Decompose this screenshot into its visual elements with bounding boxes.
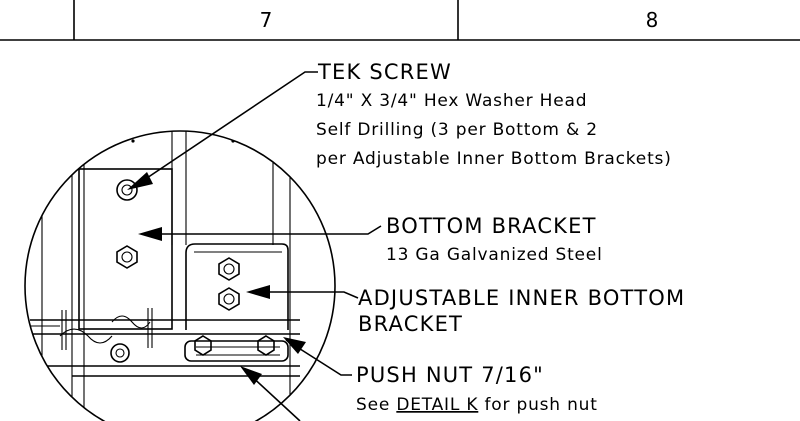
adjustable-bracket-title-2: BRACKET (358, 312, 463, 336)
adjustable-bracket-plate (185, 243, 289, 330)
callout-tek-screw: TEK SCREW 1/4" X 3/4" Hex Washer Head Se… (127, 60, 672, 190)
tek-screw-note-1: Self Drilling (3 per Bottom & 2 (316, 120, 598, 140)
push-nut (194, 335, 275, 356)
screw (218, 287, 240, 311)
push-nut-note: See DETAIL K for push nut (356, 395, 598, 415)
screw (110, 343, 130, 363)
callout-push-nut: PUSH NUT 7/16" See DETAIL K for push nut (283, 337, 598, 415)
bottom-bracket-material: 13 Ga Galvanized Steel (386, 245, 603, 265)
bottom-bracket-plate (78, 168, 173, 330)
screw (116, 245, 138, 269)
leader-arrow-bottom (240, 366, 301, 421)
tek-screw-spec: 1/4" X 3/4" Hex Washer Head (316, 91, 587, 111)
adjustable-bracket-title: ADJUSTABLE INNER BOTTOM (358, 286, 685, 310)
tek-screw-head (116, 179, 138, 201)
tek-screw-note-2: per Adjustable Inner Bottom Brackets) (316, 149, 672, 169)
column-number-8: 8 (646, 8, 659, 32)
callout-bottom-bracket: BOTTOM BRACKET 13 Ga Galvanized Steel (138, 214, 603, 265)
column-number-7: 7 (260, 8, 273, 32)
bottom-bracket-title: BOTTOM BRACKET (386, 214, 597, 238)
push-nut-title: PUSH NUT 7/16" (356, 363, 544, 387)
title-block-header: 7 8 (0, 0, 800, 41)
detail-k-link[interactable]: DETAIL K (396, 395, 478, 415)
tek-screw-title: TEK SCREW (317, 60, 452, 84)
callout-adjustable-bracket: ADJUSTABLE INNER BOTTOM BRACKET (246, 285, 685, 336)
screw (218, 257, 240, 281)
